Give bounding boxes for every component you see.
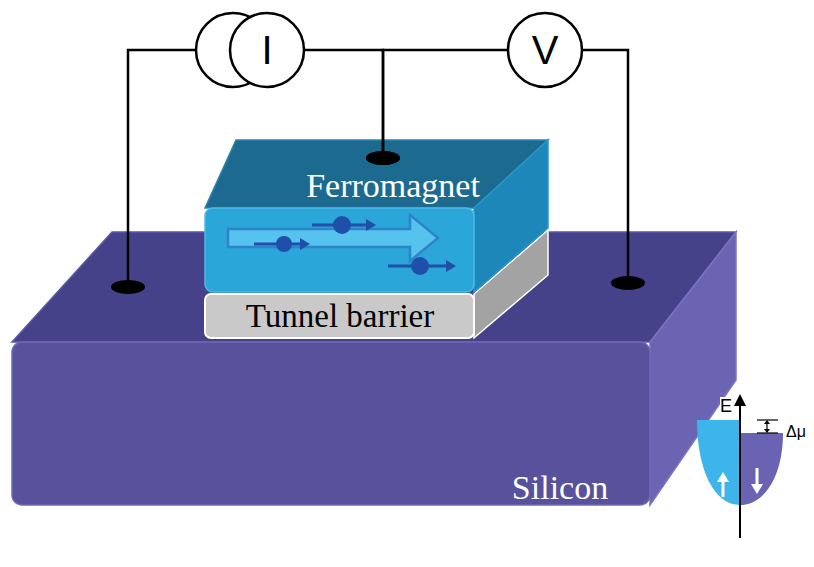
- spin-electrons: [254, 216, 456, 275]
- node-label: Tunnel barrier: [246, 298, 435, 334]
- node-label: V: [532, 28, 559, 72]
- wire-line: [383, 50, 508, 158]
- ferromagnet-block: Ferromagnet: [205, 140, 548, 292]
- spin-up-band: [697, 420, 740, 505]
- wire-line: [304, 50, 383, 158]
- silicon-substrate: Silicon: [12, 232, 760, 505]
- axis-arrowhead: [734, 394, 746, 406]
- ferromagnet-layer: [205, 140, 548, 292]
- voltmeter-circle: [508, 13, 582, 87]
- node-label: Silicon: [512, 469, 608, 506]
- contact-pad: [366, 151, 400, 165]
- magnetization-arrow: [228, 215, 438, 261]
- wire: [304, 50, 400, 165]
- current-source-circle: [230, 13, 304, 87]
- contact-pad: [366, 151, 400, 165]
- contact-pad: [111, 280, 145, 294]
- spin-down-band: [740, 433, 783, 505]
- ferromagnet-side-face: [474, 140, 548, 292]
- wire: [582, 50, 645, 290]
- contact-pad: [611, 276, 645, 290]
- chemical-potential-label: Δμ: [786, 423, 806, 441]
- voltmeter: V: [508, 13, 582, 87]
- ferromagnet-front-face: [205, 208, 474, 292]
- barrier-front-face: [205, 294, 474, 338]
- current-source: I: [196, 12, 304, 88]
- wire-line: [128, 50, 196, 287]
- spin-band-diagram: [697, 394, 783, 538]
- delta-mu-marker: [757, 420, 778, 433]
- wire: [366, 50, 508, 165]
- spin-arrows: [717, 468, 763, 497]
- wire-line: [582, 50, 628, 283]
- node-label: Ferromagnet: [306, 167, 480, 204]
- wire: [111, 50, 196, 294]
- energy-axis: [739, 404, 741, 538]
- energy-axis-label: E: [720, 397, 732, 417]
- tunnel-barrier-block: Tunnel barrier: [205, 294, 548, 338]
- node-label: I: [261, 28, 272, 72]
